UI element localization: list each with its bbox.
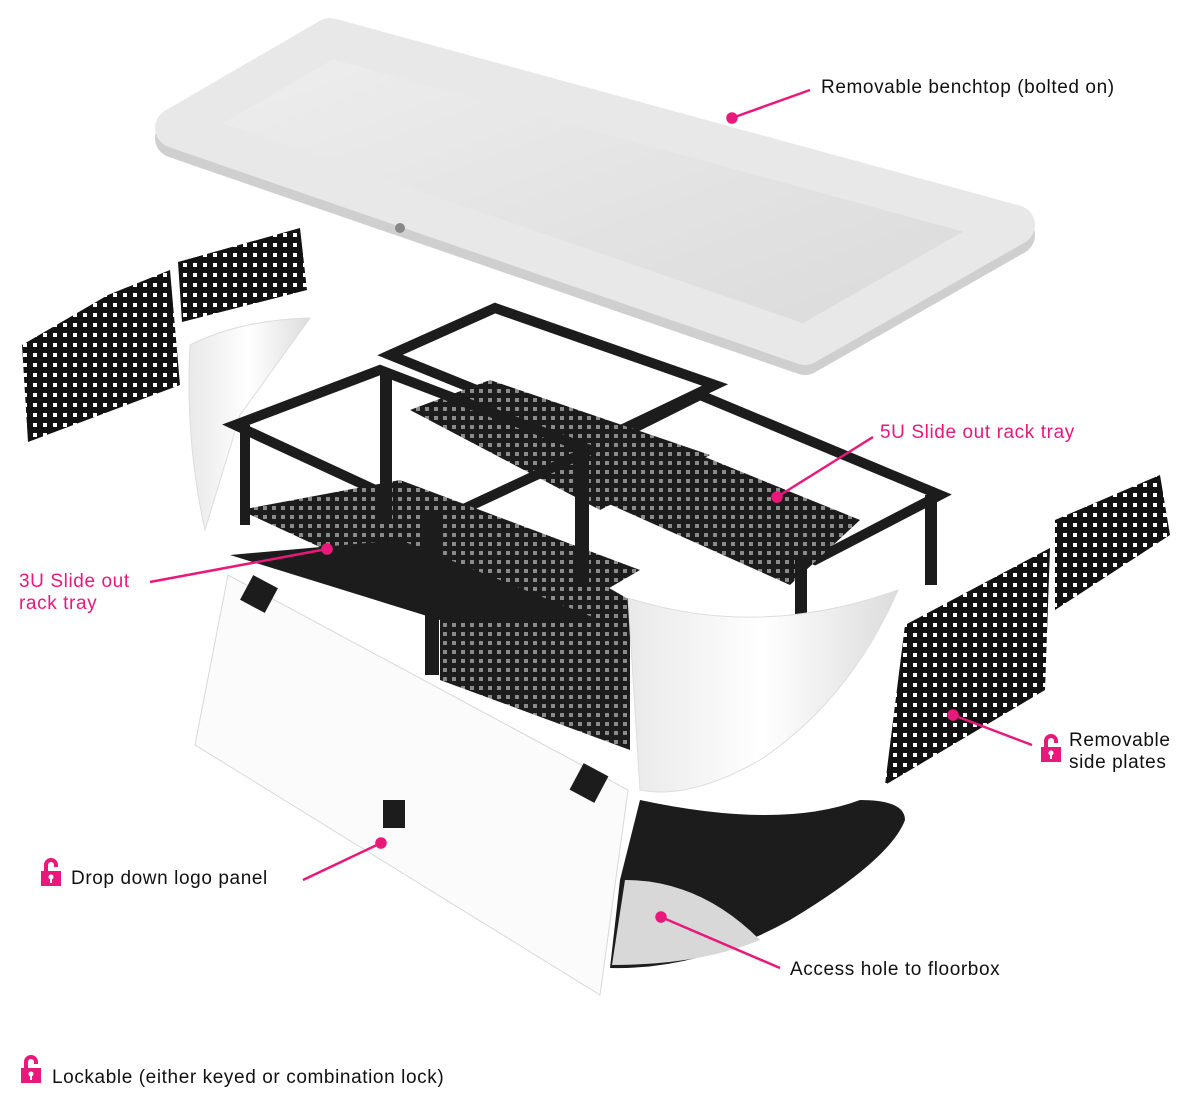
label-3u-line2: rack tray [19,593,98,614]
drop-down-logo-panel [194,574,629,996]
label-logo-panel: Drop down logo panel [71,868,268,889]
label-5u-tray: 5U Slide out rack tray [880,422,1075,443]
label-side-plates: Removable side plates [1069,730,1171,774]
left-side-plates [22,228,307,442]
leader-lines [149,88,1033,970]
shell-right [627,589,899,793]
legend-lockable: Lockable (either keyed or combination lo… [52,1067,445,1088]
shell-left [188,317,311,532]
base [610,800,905,969]
benchtop [155,18,1035,375]
label-3u-tray: 3U Slide out rack tray [19,571,130,615]
right-side-plates [885,475,1170,785]
padlock-icon [41,858,61,886]
label-side-plates-line1: Removable [1069,730,1171,751]
padlock-icon [21,1055,41,1083]
label-side-plates-line2: side plates [1069,752,1167,773]
label-benchtop: Removable benchtop (bolted on) [821,77,1115,98]
padlock-icon [1041,734,1061,762]
label-access-hole: Access hole to floorbox [790,959,1001,980]
label-3u-line1: 3U Slide out [19,571,130,592]
rack-frame [222,302,952,750]
